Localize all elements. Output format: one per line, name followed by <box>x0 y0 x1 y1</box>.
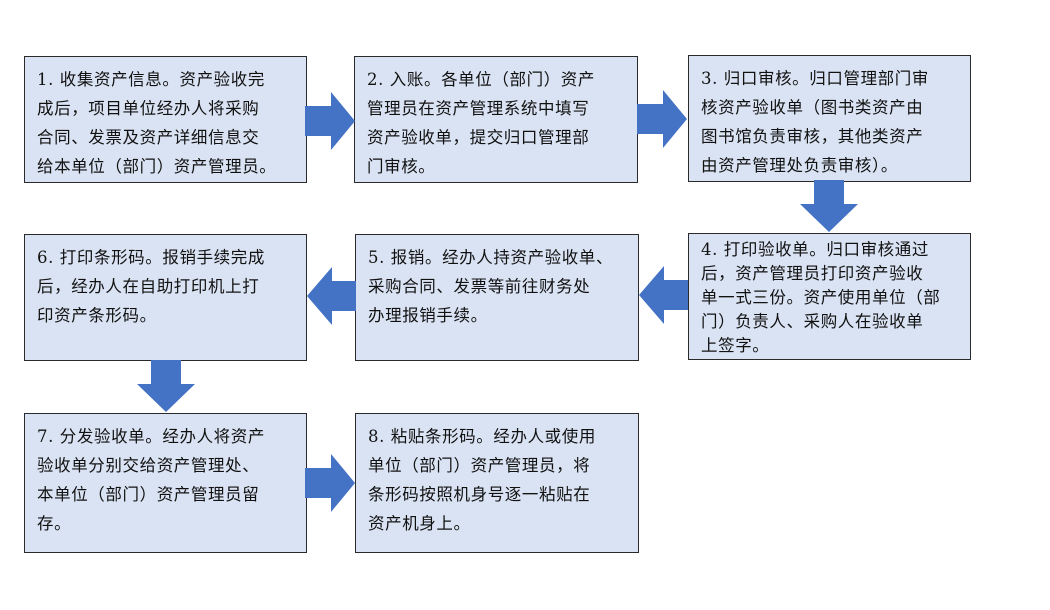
arrow-right-7-to-8-icon <box>305 454 355 512</box>
arrow-right-2-to-3-icon <box>637 90 687 148</box>
step-5-box: 5. 报销。经办人持资产验收单、 采购合同、发票等前往财务处 办理报销手续。 <box>355 234 639 361</box>
step-2-box: 2. 入账。各单位（部门）资产 管理员在资产管理系统中填写 资产验收单，提交归口… <box>354 56 638 183</box>
step-8-box: 8. 粘贴条形码。经办人或使用 单位（部门）资产管理员，将 条形码按照机身号逐一… <box>355 413 639 553</box>
step-7-box: 7. 分发验收单。经办人将资产 验收单分别交给资产管理处、 本单位（部门）资产管… <box>24 413 307 553</box>
step-4-box: 4. 打印验收单。归口审核通过 后，资产管理员打印资产验收 单一式三份。资产使用… <box>688 233 971 360</box>
arrow-left-4-to-5-icon <box>639 266 688 324</box>
step-1-box: 1. 收集资产信息。资产验收完 成后，项目单位经办人将采购 合同、发票及资产详细… <box>24 56 307 183</box>
step-6-box: 6. 打印条形码。报销手续完成 后，经办人在自助打印机上打 印资产条形码。 <box>24 234 307 361</box>
arrow-down-3-to-4-icon <box>800 180 858 232</box>
arrow-down-6-to-7-icon <box>137 360 195 412</box>
arrow-left-5-to-6-icon <box>307 267 356 325</box>
step-3-box: 3. 归口审核。归口管理部门审 核资产验收单（图书类资产由 图书馆负责审核，其他… <box>688 55 971 182</box>
arrow-right-1-to-2-icon <box>305 92 355 150</box>
